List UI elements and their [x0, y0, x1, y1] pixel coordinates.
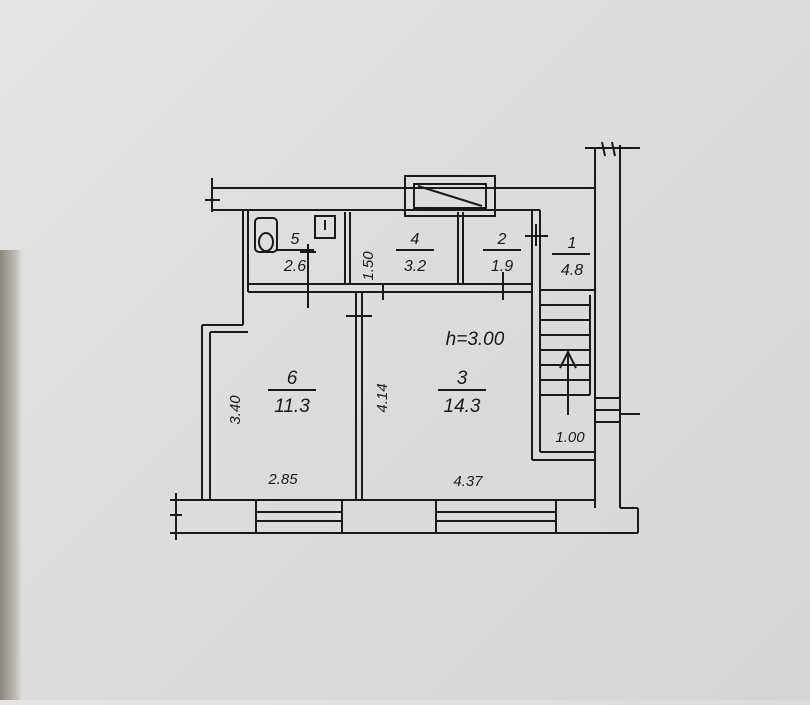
- ceiling-height: h=3.00: [446, 329, 505, 350]
- room4-area: 3.2: [404, 258, 426, 275]
- room6-number: 6: [287, 368, 298, 389]
- dim-room6-height: 3.40: [227, 395, 244, 425]
- dim-room3-height: 4.14: [374, 383, 391, 412]
- right-wall-break-tick2: [611, 141, 616, 157]
- dim-room6-width: 2.85: [267, 471, 298, 488]
- dim-room3-width: 4.37: [453, 473, 483, 490]
- vent-shaft: [404, 175, 496, 217]
- vent-shaft-inner: [413, 183, 487, 209]
- room1-number: 1: [568, 235, 577, 252]
- room3-area: 14.3: [444, 396, 481, 417]
- dim-bath-depth: 1.50: [360, 251, 377, 281]
- vent-diagonal: [417, 185, 483, 207]
- room5-number: 5: [291, 231, 300, 248]
- right-wall-break-tick1: [601, 141, 606, 157]
- toilet-bowl: [258, 232, 274, 252]
- room5-area: 2.6: [283, 258, 306, 275]
- page-edge-shadow: [0, 250, 22, 700]
- toilet-icon: [254, 217, 278, 253]
- room3-number: 3: [457, 368, 468, 389]
- room4-number: 4: [411, 231, 420, 248]
- dim-stair-width: 1.00: [555, 429, 585, 446]
- stair-arrow-head: [559, 349, 577, 369]
- sink-icon: [314, 215, 336, 239]
- room2-number: 2: [497, 231, 507, 248]
- room6-area: 11.3: [274, 396, 310, 417]
- room2-area: 1.9: [491, 258, 513, 275]
- room1-area: 4.8: [561, 262, 583, 279]
